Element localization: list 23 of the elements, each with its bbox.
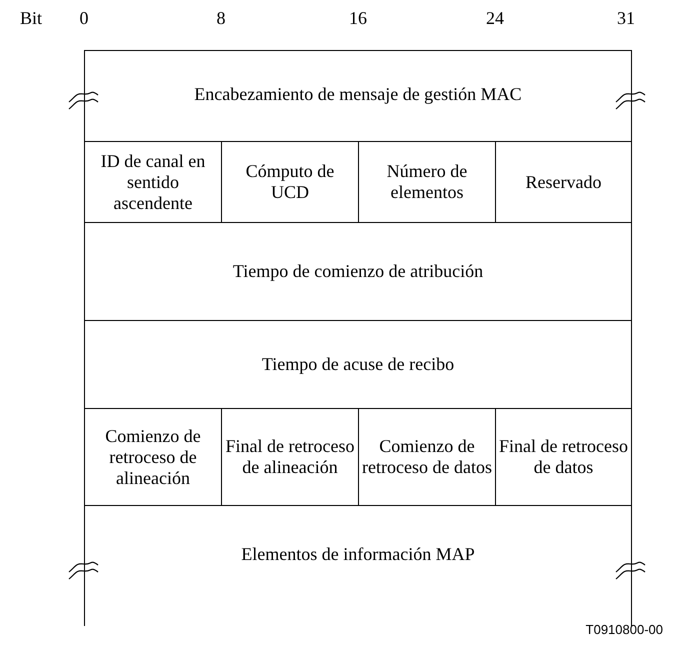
bit-number: 31	[617, 8, 635, 29]
field-label: Comienzo de retroceso de datos	[361, 436, 493, 478]
field-box	[84, 222, 632, 321]
field-label: Encabezamiento de mensaje de gestión MAC	[193, 84, 523, 104]
bit-axis-label: Bit	[20, 8, 42, 29]
field-box	[84, 50, 632, 142]
bit-number: 16	[349, 8, 367, 29]
field-label: Final de retroceso de alineación	[224, 436, 356, 478]
field-label: Número de elementos	[386, 161, 468, 203]
field-label: Tiempo de acuse de recibo	[260, 354, 456, 375]
field-label: Elementos de información MAP	[240, 544, 476, 565]
field-label: Cómputo de UCD	[244, 161, 336, 203]
field-label: Reservado	[524, 172, 602, 192]
field-label: Comienzo de retroceso de alineación	[104, 426, 202, 488]
field-label: Final de retroceso de datos	[498, 436, 629, 478]
bit-number: 8	[216, 8, 226, 29]
bit-number: 24	[486, 8, 504, 29]
field-box	[84, 505, 632, 626]
field-label: Tiempo de comienzo de atribución	[232, 261, 484, 282]
figure-id: T0910800-00	[586, 622, 663, 637]
field-box	[84, 320, 632, 409]
bit-number: 0	[80, 8, 88, 29]
field-label: ID de canal en sentido ascendente	[100, 150, 206, 214]
